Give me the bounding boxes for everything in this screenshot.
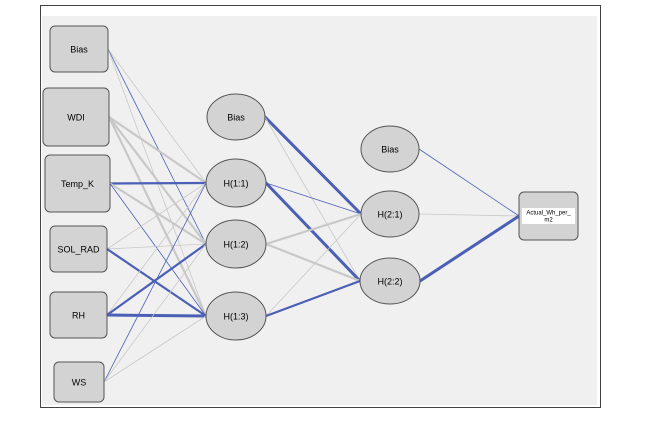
input-node-temp: Temp_K	[44, 154, 111, 213]
connection-in_ws-h13	[103, 315, 207, 383]
input-node-label: Temp_K	[61, 179, 94, 189]
hidden2-node-label: H(2:2)	[377, 276, 402, 286]
hidden1-node-h13: H(1:3)	[205, 291, 267, 341]
connection-h22-out	[418, 214, 521, 283]
connection-h13-h22	[264, 279, 362, 318]
input-node-box	[49, 25, 109, 73]
connection-in_ws-h12	[103, 243, 207, 383]
input-node-box	[44, 154, 111, 213]
connection-in_solrad-h11	[106, 182, 207, 250]
input-node-box	[42, 87, 110, 147]
input-node-label: Bias	[70, 44, 88, 54]
hidden1-node-h1_bias: Bias	[206, 93, 266, 141]
connection-layer	[103, 48, 521, 383]
hidden2-node-h22: H(2:2)	[359, 257, 421, 305]
hidden2-node-h2_bias: Bias	[360, 125, 420, 173]
connection-in_bias-h12	[107, 48, 207, 245]
hidden1-node-ellipse	[205, 158, 267, 208]
connection-h1_bias-h22	[264, 116, 361, 282]
hidden2-node-ellipse	[360, 125, 420, 173]
connection-in_wdi-h13	[107, 115, 208, 318]
hidden1-node-ellipse	[205, 219, 267, 269]
hidden2-node-h21: H(2:1)	[360, 190, 420, 238]
input-node-box	[49, 291, 108, 339]
input-node-label: SOL_RAD	[57, 244, 100, 254]
hidden2-node-ellipse	[360, 190, 420, 238]
input-node-solrad: SOL_RAD	[49, 225, 108, 273]
connection-in_solrad-h13	[105, 247, 208, 318]
hidden1-node-ellipse	[206, 93, 266, 141]
output-label-background	[522, 208, 575, 224]
connection-in_wdi-h12	[107, 115, 208, 246]
output-node: Actual_Wh_per_m2	[518, 191, 579, 241]
connection-h11-h21	[265, 182, 362, 215]
connection-h2_bias-out	[418, 148, 520, 217]
connection-h13-h21	[265, 213, 362, 317]
output-node-label-line2: m2	[544, 218, 553, 224]
connection-h1_bias-h21	[263, 115, 363, 216]
input-node-box	[53, 361, 105, 403]
node-layer: BiasWDITemp_KSOL_RADRHWSBiasH(1:1)H(1:2)…	[42, 25, 579, 403]
hidden1-node-label: H(1:1)	[223, 178, 248, 188]
connection-in_wdi-h11	[107, 115, 208, 185]
hidden1-node-h11: H(1:1)	[205, 158, 267, 208]
connection-in_temp-h13	[109, 183, 207, 317]
hidden2-node-label: Bias	[381, 144, 399, 154]
hidden1-node-label: Bias	[227, 112, 245, 122]
connection-in_rh-h13	[105, 313, 208, 318]
connection-in_solrad-h12	[106, 243, 207, 250]
connection-in_rh-h11	[106, 182, 207, 316]
hidden2-node-label: H(2:1)	[377, 209, 402, 219]
connection-in_bias-h11	[107, 48, 207, 184]
input-node-label: RH	[72, 310, 85, 320]
input-node-label: WS	[72, 377, 87, 387]
input-node-box	[49, 225, 108, 273]
connection-h12-h21	[264, 212, 363, 246]
output-node-label-line1: Actual_Wh_per_	[526, 211, 571, 217]
hidden2-node-ellipse	[359, 257, 421, 305]
input-node-bias: Bias	[49, 25, 109, 73]
input-node-label: WDI	[67, 112, 85, 122]
hidden1-node-h12: H(1:2)	[205, 219, 267, 269]
hidden1-node-label: H(1:3)	[223, 311, 248, 321]
input-node-wdi: WDI	[42, 87, 110, 147]
connection-in_temp-h12	[108, 182, 208, 246]
input-node-ws: WS	[53, 361, 105, 403]
hidden1-node-ellipse	[205, 291, 267, 341]
connection-in_temp-h11	[108, 181, 208, 185]
connection-h21-out	[418, 213, 520, 217]
connection-h12-h22	[264, 242, 362, 283]
connection-in_ws-h11	[103, 182, 207, 383]
connection-h11-h22	[264, 181, 362, 283]
input-node-rh: RH	[49, 291, 108, 339]
hidden1-node-label: H(1:2)	[223, 239, 248, 249]
